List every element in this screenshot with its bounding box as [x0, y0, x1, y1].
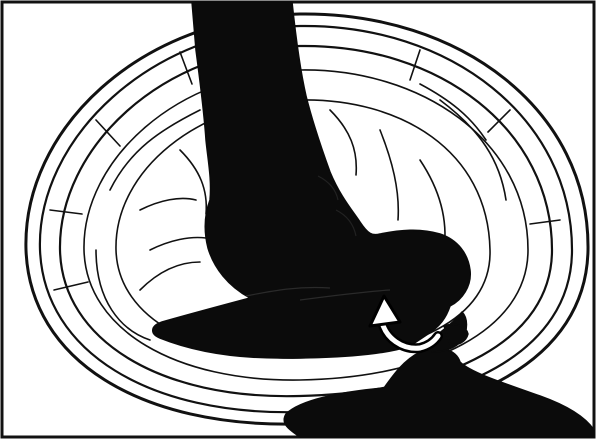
drum-illustration — [0, 0, 596, 439]
illustration-frame — [0, 0, 596, 439]
